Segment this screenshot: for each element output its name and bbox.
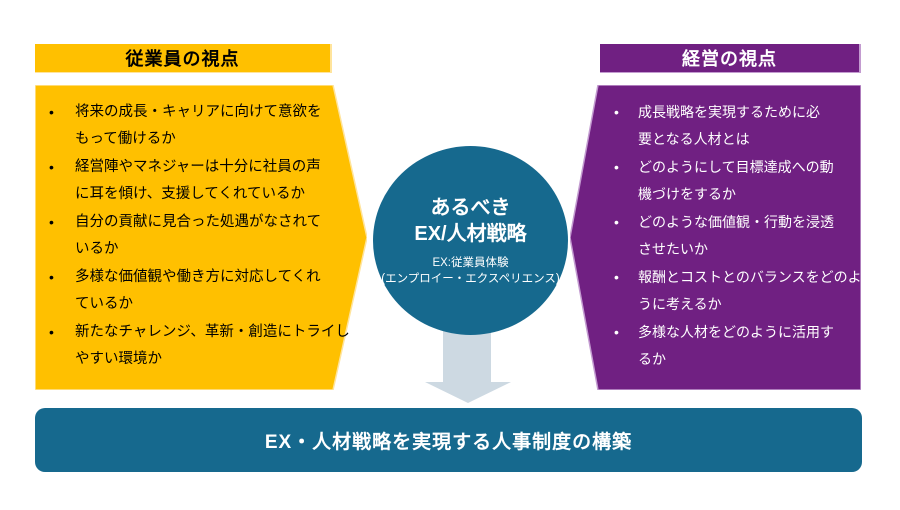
bullet-line: 要となる人材とは [638, 131, 750, 147]
bullet-line: 多様な人材をどのように活用す [638, 324, 834, 340]
bullet-line: 機づけをするか [638, 186, 736, 202]
ex-strategy-circle: あるべき EX/人材戦略 EX:従業員体験 (エンプロイー・エクスペリエンス) [373, 146, 568, 335]
bullet-line: 報酬とコストとのバランスをどのよ [638, 269, 862, 285]
bullet-line: いるか [75, 241, 119, 257]
bottom-banner: EX・人材戦略を実現する人事制度の構築 [35, 408, 862, 472]
bullet-line: どのようにして目標達成への動 [638, 159, 834, 175]
bullet-line: 成長戦略を実現するために必 [638, 104, 820, 120]
circle-title-line1: あるべき [430, 196, 511, 219]
employee-perspective-header: 従業員の視点 [35, 44, 332, 73]
bullet-line: 多様な価値観や働き方に対応してくれ [75, 269, 321, 285]
bullet-line: もって働けるか [75, 131, 176, 147]
bullet-line: させたいか [638, 241, 708, 257]
management-perspective-header: 経営の視点 [600, 44, 861, 73]
bullet-line: ているか [75, 296, 133, 312]
bullet-line: るか [638, 351, 666, 367]
bullet-line: 経営陣やマネジャーは十分に社員の声 [75, 159, 321, 175]
bullet-line: やすい環境か [75, 351, 162, 367]
bullet-line: に耳を傾け、支援してくれているか [75, 186, 305, 202]
bullet-line: 自分の貢献に見合った処遇がなされて [75, 214, 322, 230]
management-bullet-list: 成長戦略を実現するために必要となる人材とはどのようにして目標達成への動機づけをす… [570, 85, 862, 390]
bullet-line: 将来の成長・キャリアに向けて意欲を [75, 104, 322, 120]
circle-title-line2: EX/人材戦略 [414, 222, 527, 245]
circle-subtitle-line1: EX:従業員体験 [432, 256, 509, 269]
bullet-line: 新たなチャレンジ、革新・創造にトライし [75, 324, 350, 340]
employee-bullet-list: 将来の成長・キャリアに向けて意欲をもって働けるか経営陣やマネジャーは十分に社員の… [35, 85, 367, 390]
circle-subtitle-line2: (エンプロイー・エクスペリエンス) [381, 272, 560, 285]
bullet-line: どのような価値観・行動を浸透 [638, 214, 834, 230]
bullet-line: うに考えるか [638, 296, 722, 312]
